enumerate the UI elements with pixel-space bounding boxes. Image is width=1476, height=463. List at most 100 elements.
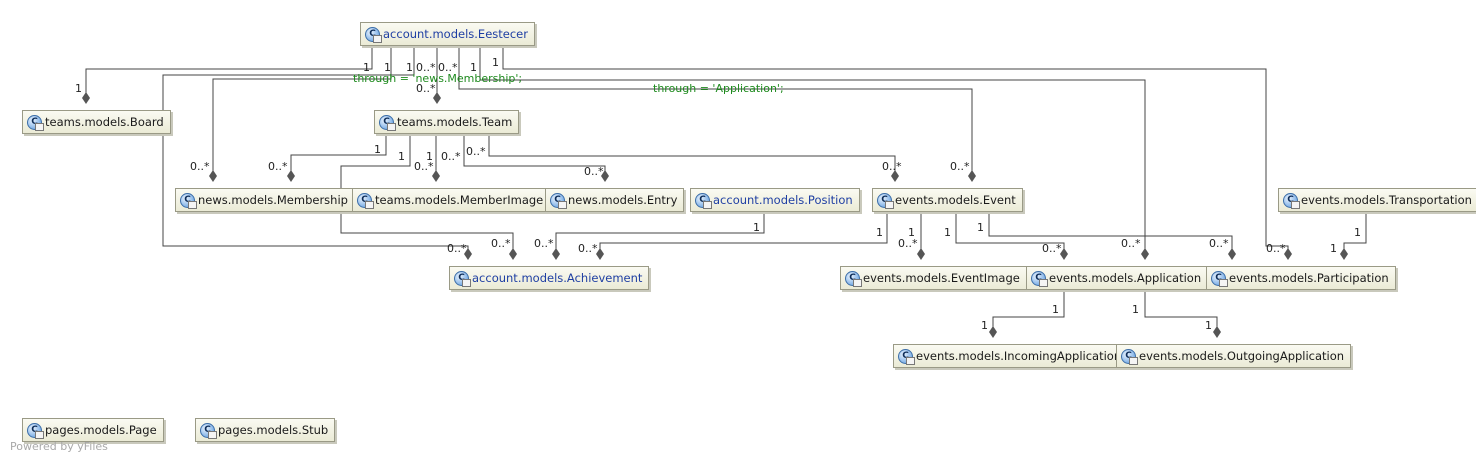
class-achievement-label: account.models.Achievement [472, 271, 643, 285]
class-entry[interactable]: C news.models.Entry [545, 188, 685, 212]
class-incoming-application-label: events.models.IncomingApplication [916, 349, 1122, 363]
composition-diamond [917, 248, 925, 260]
multiplicity-label: 0..* [447, 242, 467, 255]
association-line [85, 46, 373, 98]
multiplicity-label: 0..* [1042, 242, 1062, 255]
class-page[interactable]: C pages.models.Page [22, 418, 164, 442]
class-event[interactable]: C events.models.Event [872, 188, 1023, 212]
multiplicity-label: 0..* [441, 150, 461, 163]
composition-diamond [989, 326, 997, 338]
composition-diamond [432, 170, 440, 182]
class-member-image-label: teams.models.MemberImage [375, 193, 544, 207]
class-icon: C [1031, 270, 1048, 287]
multiplicity-label: 0..* [416, 61, 436, 74]
multiplicity-label: 1 [1052, 303, 1059, 316]
association-line [479, 46, 1146, 254]
multiplicity-label: 1 [398, 150, 405, 163]
multiplicity-label: 1 [981, 319, 988, 332]
multiplicity-label: 1 [944, 226, 951, 239]
multiplicity-label: 1 [1132, 303, 1139, 316]
class-outgoing-application-label: events.models.OutgoingApplication [1139, 349, 1345, 363]
multiplicity-label: 0..* [491, 237, 511, 250]
class-icon: C [1121, 348, 1138, 365]
multiplicity-label: 0..* [898, 237, 918, 250]
association-line [488, 134, 896, 176]
composition-diamond [209, 170, 217, 182]
class-application-label: events.models.Application [1049, 271, 1202, 285]
composition-diamond [891, 170, 899, 182]
multiplicity-label: 0..* [466, 145, 486, 158]
multiplicity-label: 1 [977, 221, 984, 234]
multiplicity-label: 0..* [534, 237, 554, 250]
multiplicity-label: 1 [908, 226, 915, 239]
multiplicity-label: 0..* [190, 160, 210, 173]
multiplicity-label: 1 [492, 56, 499, 69]
class-icon: C [695, 192, 712, 209]
class-board[interactable]: C teams.models.Board [22, 110, 171, 134]
class-membership[interactable]: C news.models.Membership [175, 188, 355, 212]
class-icon: C [365, 26, 382, 43]
composition-diamond [1213, 326, 1221, 338]
multiplicity-label: 1 [876, 226, 883, 239]
multiplicity-label: 1 [1330, 242, 1337, 255]
multiplicity-label: 0..* [1121, 237, 1141, 250]
class-icon: C [200, 422, 217, 439]
class-team-label: teams.models.Team [397, 115, 513, 129]
class-membership-label: news.models.Membership [198, 193, 348, 207]
composition-diamond [464, 248, 472, 260]
class-icon: C [27, 114, 44, 131]
class-event-image-label: events.models.EventImage [863, 271, 1020, 285]
class-stub[interactable]: C pages.models.Stub [195, 418, 336, 442]
composition-diamond [968, 170, 976, 182]
class-transportation[interactable]: C events.models.Transportation [1278, 188, 1476, 212]
association-line [162, 46, 469, 254]
multiplicity-label: 0..* [414, 160, 434, 173]
class-icon: C [357, 192, 374, 209]
class-team[interactable]: C teams.models.Team [374, 110, 520, 134]
class-icon: C [27, 422, 44, 439]
class-page-label: pages.models.Page [45, 423, 157, 437]
composition-diamond [1228, 248, 1236, 260]
multiplicity-label: 0..* [416, 82, 436, 95]
class-achievement[interactable]: C account.models.Achievement [449, 266, 650, 290]
multiplicity-label: 1 [1354, 226, 1361, 239]
class-incoming-application[interactable]: C events.models.IncomingApplication [893, 344, 1129, 368]
through-application-note: through = 'Application'; [653, 82, 784, 95]
class-entry-label: news.models.Entry [568, 193, 678, 207]
association-line [290, 134, 387, 176]
class-participation[interactable]: C events.models.Participation [1206, 266, 1396, 290]
composition-diamond [509, 248, 517, 260]
association-line [502, 46, 1289, 254]
composition-diamond [552, 248, 560, 260]
multiplicity-label: 1 [426, 150, 433, 163]
class-eestecer[interactable]: C account.models.Eestecer [360, 22, 535, 46]
powered-by-footer: Powered by yFiles [10, 440, 108, 453]
multiplicity-label: 1 [753, 221, 760, 234]
class-member-image[interactable]: C teams.models.MemberImage [352, 188, 551, 212]
composition-diamond [596, 248, 604, 260]
class-event-image[interactable]: C events.models.EventImage [840, 266, 1027, 290]
association-line [212, 46, 392, 176]
class-transportation-label: events.models.Transportation [1301, 193, 1472, 207]
class-icon: C [1211, 270, 1228, 287]
composition-diamond [1141, 248, 1149, 260]
multiplicity-label: 0..* [1266, 242, 1286, 255]
composition-diamond [82, 92, 90, 104]
composition-diamond [1284, 248, 1292, 260]
class-icon: C [379, 114, 396, 131]
association-line [458, 46, 973, 176]
multiplicity-label: 0..* [950, 160, 970, 173]
class-outgoing-application[interactable]: C events.models.OutgoingApplication [1116, 344, 1352, 368]
class-icon: C [180, 192, 197, 209]
class-stub-label: pages.models.Stub [218, 423, 329, 437]
multiplicity-label: 1 [384, 61, 391, 74]
multiplicity-label: 1 [363, 61, 370, 74]
multiplicity-label: 0..* [584, 165, 604, 178]
class-eestecer-label: account.models.Eestecer [383, 27, 528, 41]
association-line [555, 212, 765, 254]
class-position[interactable]: C account.models.Position [690, 188, 860, 212]
composition-diamond [1340, 248, 1348, 260]
composition-diamond [287, 170, 295, 182]
class-application[interactable]: C events.models.Application [1026, 266, 1209, 290]
